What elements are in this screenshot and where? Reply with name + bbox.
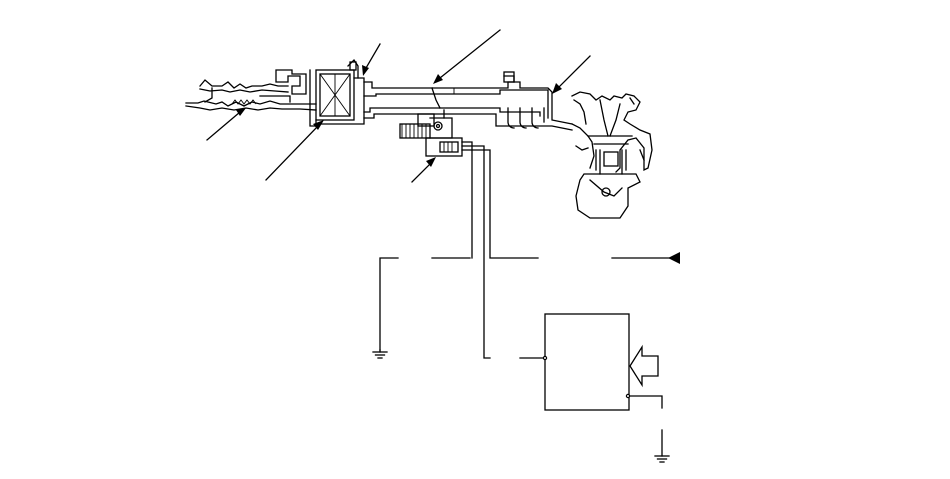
input-signal-arrow	[629, 344, 659, 388]
leader-lines	[206, 29, 591, 183]
arrowhead-right-icon	[668, 252, 680, 264]
arrowhead-icon	[362, 65, 369, 76]
ground-symbol-left	[372, 349, 388, 359]
arrowhead-icon	[426, 157, 436, 167]
leader-top-a	[365, 43, 381, 69]
intake-manifold	[363, 71, 573, 131]
leader-top-b	[439, 29, 501, 79]
air-cleaner-element	[309, 58, 365, 127]
leader-sensor	[411, 163, 431, 183]
engine-cylinder-section	[571, 91, 653, 219]
arrowhead-icon	[433, 74, 443, 84]
arrowhead-icon	[552, 83, 562, 94]
throttle-body	[399, 87, 453, 139]
air-duct-snorkel	[185, 69, 317, 111]
leader-manifold	[557, 55, 591, 89]
arrowhead-icon	[313, 120, 324, 130]
leader-snorkel	[206, 111, 241, 141]
mass-air-flow-sensor	[379, 137, 671, 359]
ground-symbol-right	[654, 455, 670, 463]
arrowhead-icon	[236, 108, 246, 116]
control-module-box	[519, 313, 663, 457]
leader-cleaner	[265, 125, 319, 181]
